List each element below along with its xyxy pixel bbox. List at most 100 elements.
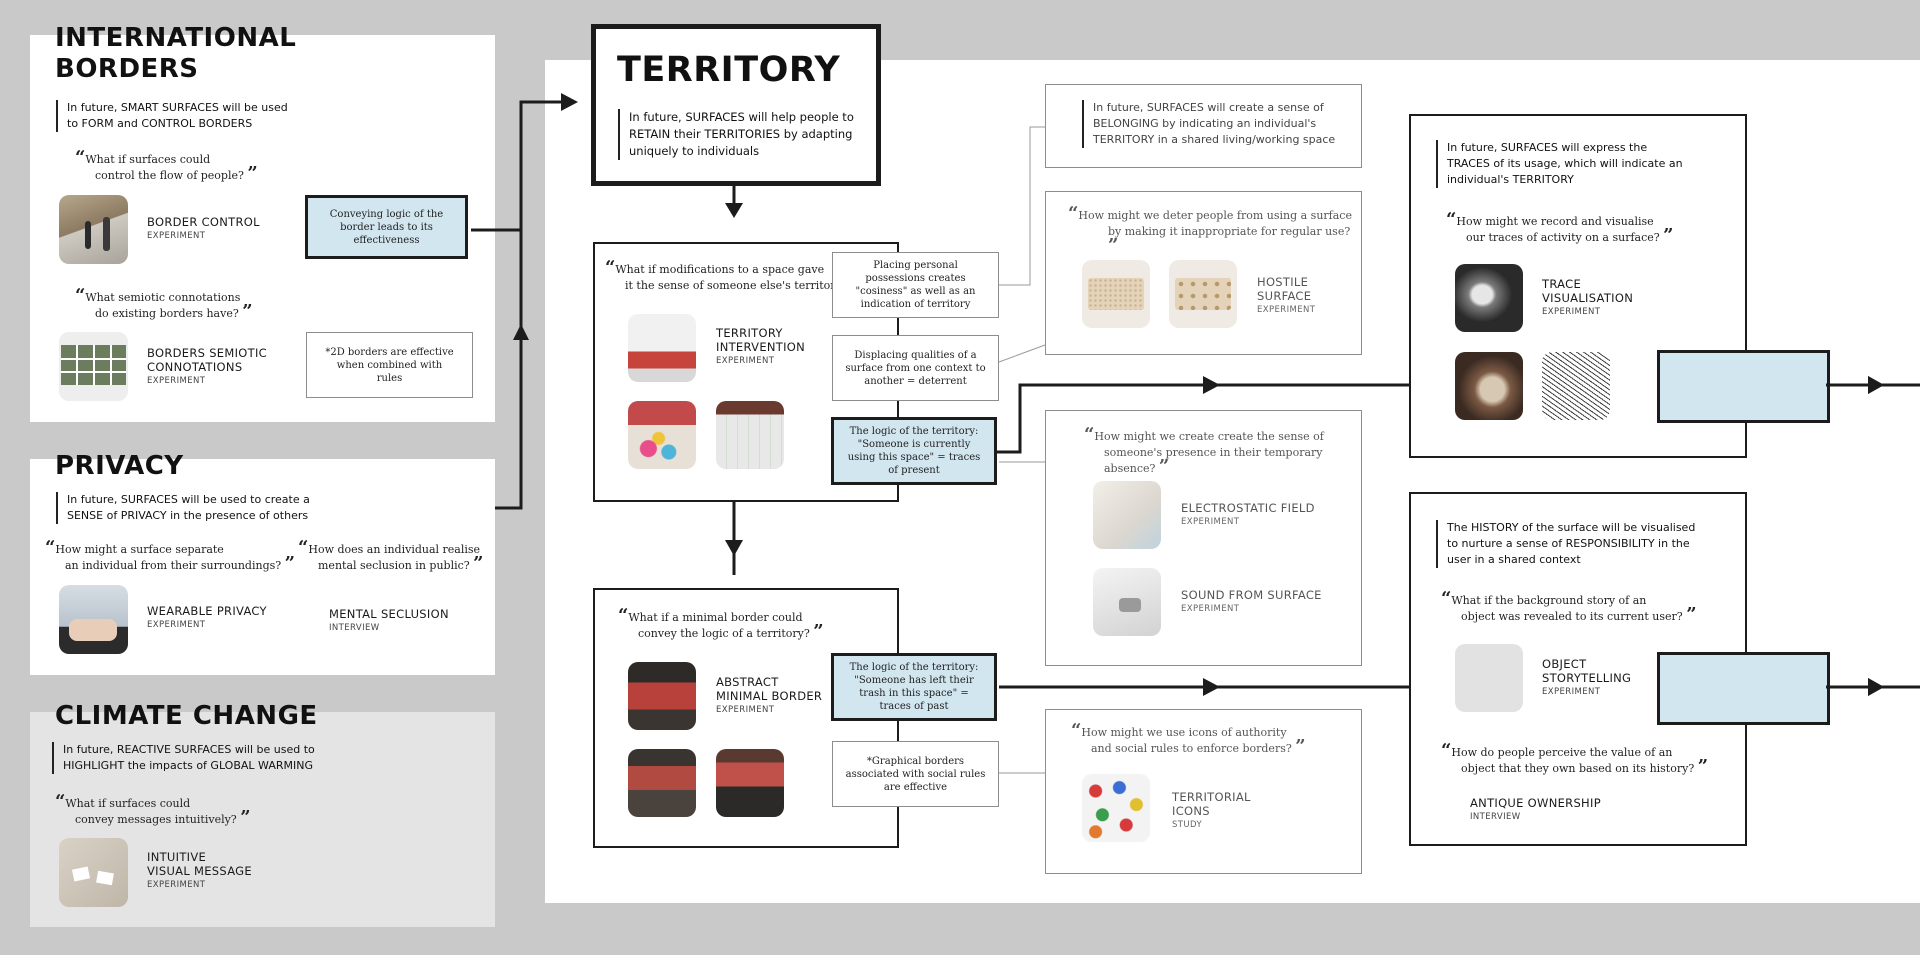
history-outcome-block [1657, 652, 1830, 725]
note-personal-possessions: Placing personal possessions creates "co… [832, 252, 999, 318]
note-text: Displacing qualities of a surface from o… [845, 349, 986, 387]
statement-borders: In future, SMART SURFACES will be used t… [56, 100, 302, 132]
territory-statement: In future, SURFACES will help people to … [618, 109, 854, 160]
question-semiotic: “What semiotic connotations do existing … [75, 285, 253, 322]
hostile-surface-photo-2 [1169, 260, 1237, 328]
question-line: How does an individual realise [308, 543, 481, 556]
question-line: someone's presence in their temporary ab… [1104, 446, 1323, 475]
territorial-icons-photo [1082, 774, 1150, 842]
trace-sketch-photo [1542, 352, 1610, 420]
table-trash-photo [628, 749, 696, 817]
question-presence: “How might we create create the sense of… [1084, 424, 1324, 477]
red-table-photo [716, 749, 784, 817]
note-text: *Graphical borders associated with socia… [845, 755, 986, 793]
label-text: TRACE [1542, 277, 1582, 291]
label-hostile-surface: HOSTILE SURFACE EXPERIMENT [1257, 275, 1315, 316]
borders-semiotic-photo [59, 332, 128, 401]
question-line: What semiotic connotations [85, 291, 241, 304]
hostile-surface-box: “How might we deter people from using a … [1045, 191, 1362, 355]
note-text: The logic of the territory: "Someone is … [847, 426, 981, 476]
label-text: TERRITORY [716, 326, 783, 340]
question-perceive-value: “How do people perceive the value of an … [1441, 740, 1709, 777]
traces-outcome-block [1657, 350, 1830, 423]
note-text: Placing personal possessions creates "co… [855, 260, 976, 310]
territory-intervention-photo [628, 314, 696, 382]
label-text: BORDER CONTROL [147, 215, 260, 229]
label-borders-semiotic: BORDERS SEMIOTIC CONNOTATIONS EXPERIMENT [147, 346, 267, 387]
label-text: BORDERS SEMIOTIC [147, 346, 267, 360]
question-hostile: “How might we deter people from using a … [1068, 203, 1352, 256]
note-traces-of-past: The logic of the territory: "Someone has… [831, 653, 997, 721]
trace-visualisation-photo [1455, 264, 1523, 332]
label-sound-from-surface: SOUND FROM SURFACE EXPERIMENT [1181, 588, 1322, 615]
belonging-box: In future, SURFACES will create a sense … [1045, 84, 1362, 168]
question-line: object was revealed to its current user? [1461, 610, 1683, 623]
label-electrostatic-field: ELECTROSTATIC FIELD EXPERIMENT [1181, 501, 1315, 528]
label-text: ABSTRACT [716, 675, 779, 689]
question-line: How might we use icons of authority [1081, 726, 1287, 739]
note-conveying-logic: Conveying logic of the border leads to i… [305, 195, 468, 259]
label-text: SOUND FROM SURFACE [1181, 588, 1322, 602]
question-separate: “How might a surface separate an individ… [45, 537, 296, 574]
label-text: HOSTILE [1257, 275, 1309, 289]
label-text: WEARABLE PRIVACY [147, 604, 267, 618]
question-line: our traces of activity on a surface? [1466, 231, 1660, 244]
border-control-photo [59, 195, 128, 264]
label-antique-ownership: ANTIQUE OWNERSHIP INTERVIEW [1470, 796, 1601, 823]
belonging-statement: In future, SURFACES will create a sense … [1082, 100, 1343, 148]
label-wearable-privacy: WEARABLE PRIVACY EXPERIMENT [147, 604, 267, 631]
label-text: MINIMAL BORDER [716, 689, 823, 703]
question-background-story: “What if the background story of an obje… [1441, 588, 1697, 625]
question-line: convey messages intuitively? [75, 813, 237, 826]
wearable-privacy-photo [59, 585, 128, 654]
label-text: TERRITORIAL [1172, 790, 1251, 804]
question-line: do existing borders have? [95, 307, 239, 320]
label-type: EXPERIMENT [1257, 305, 1316, 315]
note-traces-of-present: The logic of the territory: "Someone is … [831, 417, 997, 485]
question-line: What if modifications to a space gave [615, 263, 825, 276]
label-object-storytelling: OBJECT STORYTELLING EXPERIMENT [1542, 657, 1631, 698]
label-border-control: BORDER CONTROL EXPERIMENT [147, 215, 260, 242]
label-territory-intervention: TERRITORY INTERVENTION EXPERIMENT [716, 326, 805, 367]
statement-climate: In future, REACTIVE SURFACES will be use… [52, 742, 343, 774]
question-line: What if surfaces could [85, 153, 211, 166]
label-trace-visualisation: TRACE VISUALISATION EXPERIMENT [1542, 277, 1633, 318]
question-line: control the flow of people? [95, 169, 244, 182]
label-intuitive-visual-message: INTUITIVE VISUAL MESSAGE EXPERIMENT [147, 850, 252, 891]
question-line: How do people perceive the value of an [1451, 746, 1673, 759]
question-line: mental seclusion in public? [318, 559, 470, 572]
label-text: VISUALISATION [1542, 291, 1634, 305]
question-minimal-border: “What if a minimal border could convey t… [618, 605, 824, 642]
territory-box: TERRITORY In future, SURFACES will help … [591, 24, 881, 186]
label-text: ANTIQUE OWNERSHIP [1470, 796, 1601, 810]
statement-privacy: In future, SURFACES will be used to crea… [56, 492, 327, 524]
question-line: it the sense of someone else's territory… [625, 279, 848, 292]
question-line: an individual from their surroundings? [65, 559, 282, 572]
colorful-objects-photo [628, 401, 696, 469]
question-line: How might we record and visualise [1456, 215, 1654, 228]
label-text: STORYTELLING [1542, 671, 1632, 685]
question-line: What if a minimal border could [628, 611, 803, 624]
label-text: INTERVENTION [716, 340, 806, 354]
section-title-international-borders: INTERNATIONAL BORDERS [55, 23, 297, 84]
question-line: What if the background story of an [1451, 594, 1647, 607]
label-territorial-icons: TERRITORIAL ICONS STUDY [1172, 790, 1251, 831]
question-line: How might a surface separate [55, 543, 224, 556]
label-text: ELECTROSTATIC FIELD [1181, 501, 1315, 515]
panel-climate-change: CLIMATE CHANGE In future, REACTIVE SURFA… [30, 701, 495, 927]
question-line: How might we create create the sense of [1094, 430, 1324, 443]
label-type: EXPERIMENT [147, 376, 206, 386]
note-displacing-qualities: Displacing qualities of a surface from o… [832, 335, 999, 401]
label-type: EXPERIMENT [1542, 687, 1601, 697]
section-title-climate-change: CLIMATE CHANGE [55, 701, 318, 731]
label-type: EXPERIMENT [1181, 517, 1240, 527]
grid-surface-photo [716, 401, 784, 469]
label-type: INTERVIEW [1470, 812, 1521, 822]
label-type: STUDY [1172, 820, 1203, 830]
label-text: OBJECT [1542, 657, 1587, 671]
question-flow-of-people: “What if surfaces could control the flow… [75, 147, 258, 184]
label-type: EXPERIMENT [716, 356, 775, 366]
sound-from-surface-photo [1093, 568, 1161, 636]
